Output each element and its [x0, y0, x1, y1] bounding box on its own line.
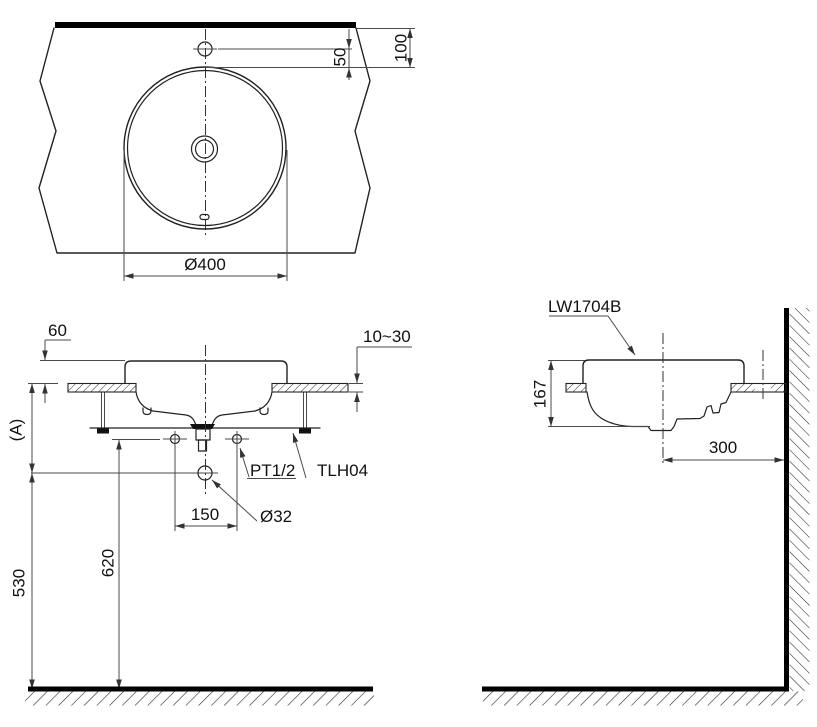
left-mount-lug — [142, 407, 152, 416]
side-counter-right-hatch-b — [771, 384, 784, 392]
label-supply-thread: PT1/2 — [239, 447, 296, 480]
dim-10-30-label: 10~30 — [363, 327, 411, 346]
bowl-left-profile — [135, 391, 197, 426]
side-counter-right-hatch-a — [731, 384, 755, 392]
counter-right-section — [271, 382, 349, 393]
floor-hatch-left — [25, 691, 374, 706]
drain-pipe-hole — [197, 465, 213, 481]
side-counter-right — [730, 382, 787, 393]
label-fixing-bracket: TLH04 — [292, 432, 368, 480]
dim-basin-height: 167 — [530, 360, 650, 427]
wall-hatch — [789, 308, 810, 691]
dim-620: 620 — [98, 439, 160, 689]
drain-outer — [190, 135, 219, 163]
support-legs — [97, 392, 311, 434]
dim-50-label: 50 — [330, 48, 349, 67]
tlh04-label: TLH04 — [317, 461, 368, 480]
dim-A: (A) — [6, 383, 35, 473]
dim-supply-spacing: 150 — [175, 505, 237, 529]
label-drain-hole: Ø32 — [211, 479, 292, 526]
dim-300-label: 300 — [709, 438, 737, 457]
dim-530: 530 — [9, 473, 35, 689]
dim-wall-to-rim: 100 — [356, 28, 415, 68]
right-mount-lug — [259, 407, 269, 416]
counter-break-outline — [38, 27, 371, 254]
dim-counter-thickness: 10~30 — [349, 327, 412, 412]
top-view: 50 100 Ø400 — [38, 22, 415, 281]
dim-faucet-to-rim: 50 — [205, 29, 415, 80]
dim-167-label: 167 — [530, 380, 549, 408]
dim-150-label: 150 — [191, 505, 219, 524]
left-foot — [97, 428, 109, 434]
drain-inner — [194, 139, 215, 159]
dim-A-label: (A) — [6, 419, 25, 442]
model-label: LW1704B — [548, 297, 621, 316]
dim-bowl-diameter: Ø400 — [123, 150, 288, 281]
dim-o32-label: Ø32 — [260, 507, 292, 526]
dim-530-label: 530 — [9, 569, 28, 597]
supply-holes — [163, 431, 249, 531]
overflow-slot — [199, 213, 210, 221]
side-bowl-profile — [586, 391, 732, 432]
front-view: 60 10~30 (A) 530 620 — [6, 321, 412, 706]
bowl-right-profile — [211, 391, 273, 426]
dim-620-label: 620 — [98, 549, 117, 577]
counter-left-section — [67, 382, 137, 393]
floor-hatch-right — [483, 691, 803, 706]
dim-100-label: 100 — [391, 34, 410, 62]
drain-fitting — [190, 424, 215, 452]
dim-60-label: 60 — [48, 321, 67, 340]
model-callout: LW1704B — [548, 297, 636, 356]
dim-400-label: Ø400 — [184, 255, 226, 274]
dim-center-to-wall: 300 — [663, 438, 784, 463]
pt12-label: PT1/2 — [250, 461, 295, 480]
right-foot — [299, 428, 311, 434]
bowl-inner-rim — [126, 69, 284, 227]
side-view: 167 300 LW1704B — [482, 297, 810, 706]
side-counter-left — [565, 382, 587, 393]
